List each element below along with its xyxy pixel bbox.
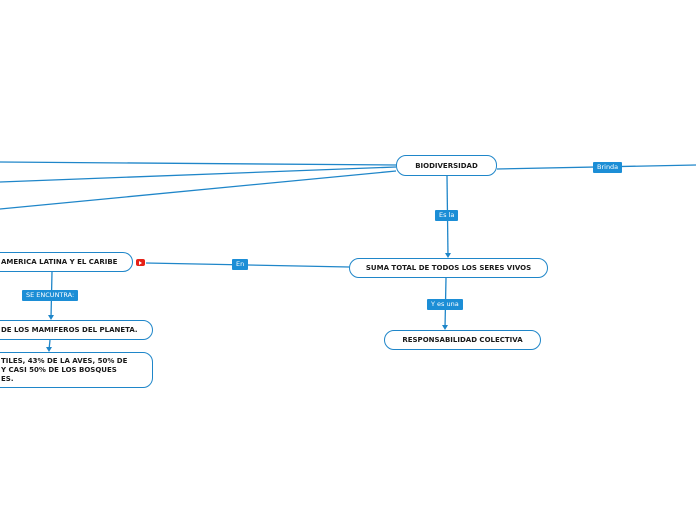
youtube-play-icon[interactable] [136, 259, 145, 266]
connector-label-se-encuentra[interactable]: SE ENCUNTRA: [22, 290, 79, 301]
node-biodiversidad[interactable]: BIODIVERSIDAD [396, 155, 497, 176]
node-reptiles-aves-bosques[interactable]: TILES, 43% DE LA AVES, 50% DE Y CASI 50%… [0, 352, 153, 388]
line-bio-left-2 [0, 166, 397, 183]
connector-label-y-es-una[interactable]: Y es una [427, 299, 463, 310]
line-bio-left-3 [0, 170, 397, 210]
node-responsabilidad-colectiva[interactable]: RESPONSABILIDAD COLECTIVA [384, 330, 541, 350]
arrowhead-responsabilidad [442, 325, 448, 330]
node-suma-total[interactable]: SUMA TOTAL DE TODOS LOS SERES VIVOS [349, 258, 548, 278]
reptiles-line-1: TILES, 43% DE LA AVES, 50% DE [1, 356, 128, 365]
line-bio-left-1 [0, 161, 397, 166]
node-mamiferos[interactable]: DE LOS MAMIFEROS DEL PLANETA. [0, 320, 153, 340]
arrowhead-suma [445, 253, 451, 258]
connector-label-es-la[interactable]: Es la [435, 210, 459, 221]
node-america-latina[interactable]: AMERICA LATINA Y EL CARIBE [0, 252, 133, 272]
reptiles-line-2: Y CASI 50% DE LOS BOSQUES [1, 365, 117, 374]
arrowhead-reptiles [46, 347, 52, 352]
connector-label-brinda[interactable]: Brinda [593, 162, 623, 173]
reptiles-line-3: ES. [1, 374, 14, 383]
connector-label-en[interactable]: En [232, 259, 249, 270]
arrowhead-mamiferos [48, 315, 54, 320]
